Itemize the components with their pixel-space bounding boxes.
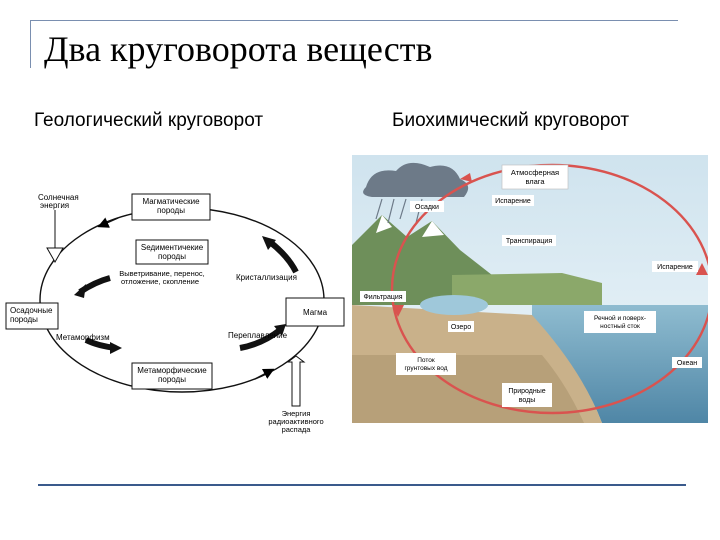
- solar-arrow-head: [46, 247, 64, 264]
- box-lake: [448, 321, 474, 332]
- label-transpiration: Транспирация: [506, 238, 552, 245]
- label-evaporation-right: Испарение: [657, 264, 693, 271]
- cycle-arrow-bottom: [254, 368, 275, 380]
- box-filtration: [360, 291, 406, 302]
- label-filtration: Фильтрация: [363, 294, 402, 301]
- cycle-arrowhead-top: [460, 173, 472, 182]
- box-transpiration: [502, 235, 556, 246]
- label-evaporation-top: Испарение: [495, 198, 531, 205]
- crystallization-arrowhead: [262, 236, 276, 250]
- box-natural-waters: [502, 383, 552, 407]
- label-lake: Озеро: [451, 324, 471, 331]
- slide-title: Два круговорота веществ: [44, 29, 433, 69]
- remelting-arrow: [239, 327, 282, 351]
- snow-caps: [376, 215, 444, 237]
- remelting-arrowhead: [274, 324, 286, 336]
- ocean-water: [532, 305, 708, 423]
- frame-top-line: [30, 20, 678, 21]
- frame-left-line: [30, 20, 31, 68]
- box-ocean: [672, 357, 702, 368]
- box-metamorphic-rocks: [131, 362, 213, 390]
- box-magmatic-rocks: [131, 193, 211, 221]
- cycle-arrowhead-left: [392, 305, 404, 317]
- box-surface-runoff: [584, 311, 656, 333]
- box-evaporation-right: [652, 261, 698, 272]
- rain-streaks: [375, 198, 423, 224]
- box-evaporation-top: [492, 195, 534, 206]
- bottom-divider-line: [38, 484, 686, 486]
- heat-arrow: [286, 355, 306, 407]
- box-groundwater-flow: [396, 353, 456, 375]
- label-ocean: Океан: [677, 360, 697, 367]
- label-magma: Магма: [303, 308, 328, 317]
- subtitle-geological-cycle: Геологический круговорот: [34, 110, 264, 131]
- label-crystallization: Кристаллизация: [236, 273, 297, 282]
- label-weathering: Выветривание, перенос,отложение, скоплен…: [119, 269, 204, 286]
- box-atmospheric-moisture: [501, 164, 569, 190]
- label-metamorphism: Метаморфизм: [56, 333, 110, 342]
- lowland-forest: [452, 273, 602, 305]
- box-precipitation: [410, 201, 444, 212]
- box-sedimentary-rocks-top: [135, 239, 209, 265]
- subtitle-biochemical-cycle: Биохимический круговорот: [392, 110, 630, 131]
- cycle-arrowhead-right: [696, 263, 708, 275]
- box-sedimentary-rocks-left: [5, 302, 59, 330]
- weathering-arrowhead: [74, 284, 86, 298]
- metamorphism-arrowhead: [110, 342, 122, 354]
- box-magma: [285, 297, 345, 327]
- label-precipitation: Осадки: [415, 204, 439, 211]
- cloud: [363, 162, 469, 197]
- label-remelting: Переплавление: [228, 331, 288, 340]
- cycle-arrow-top: [97, 217, 119, 228]
- label-surface-runoff: Речной и поверх-ностный сток: [594, 314, 646, 330]
- lake-water: [420, 295, 488, 315]
- crystallization-arrow: [268, 239, 299, 274]
